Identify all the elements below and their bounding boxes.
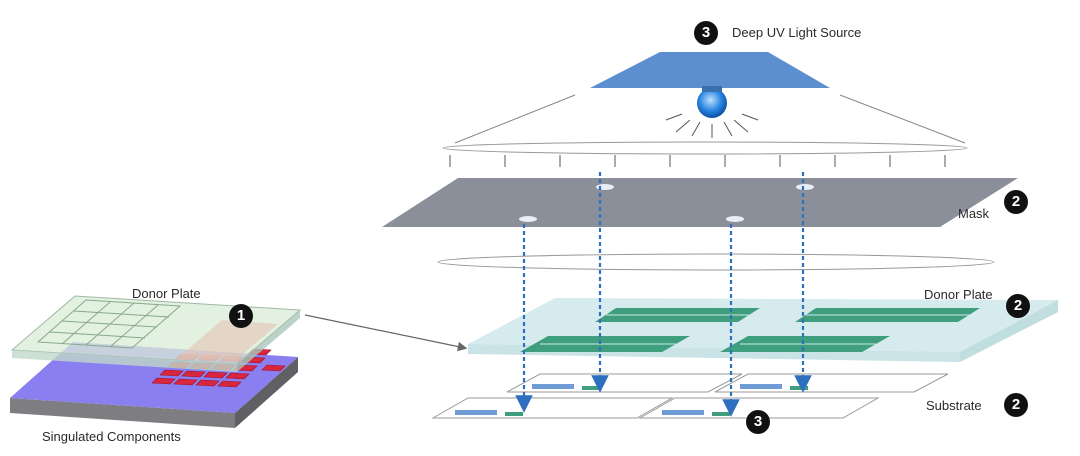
- right-donor-plate-side: [960, 300, 1058, 362]
- laser-beams: [515, 172, 812, 417]
- mask-aperture: [519, 216, 537, 222]
- mask-aperture: [796, 184, 814, 190]
- base-front: [10, 398, 235, 428]
- connector-arrow: [304, 314, 468, 352]
- left-donor-grid: [36, 299, 182, 349]
- step-marker-donor-plate-right: 2: [1006, 294, 1030, 318]
- left-donor-plate-side: [237, 310, 300, 372]
- label-donor-plate-right: Donor Plate: [924, 287, 993, 302]
- substrate-panel: [714, 373, 949, 393]
- upper-optics: [442, 141, 968, 167]
- step-marker-substrate-placement: 3: [746, 410, 770, 434]
- lamp-socket: [702, 86, 722, 92]
- step-marker-donor-plate-left: 1: [229, 304, 253, 328]
- label-singulated-components: Singulated Components: [42, 429, 181, 444]
- right-donor-plate: [468, 298, 1058, 362]
- mask-plate: [382, 178, 1018, 227]
- lamp-housing: [590, 52, 830, 88]
- left-assembly: [10, 295, 302, 428]
- mask-aperture: [726, 216, 744, 222]
- mask: [382, 178, 1018, 227]
- step-marker-light-source: 3: [694, 21, 718, 45]
- lamp-bulb: [697, 88, 727, 118]
- label-mask: Mask: [958, 206, 990, 221]
- donor-component-gridlines: [540, 314, 969, 345]
- label-donor-plate-left: Donor Plate: [132, 286, 201, 301]
- step-marker-substrate: 2: [1004, 393, 1028, 417]
- label-substrate: Substrate: [926, 398, 982, 413]
- base-side: [235, 357, 298, 428]
- light-source: [454, 52, 966, 144]
- substrate-panel: [506, 373, 743, 393]
- lower-optics: [437, 253, 995, 271]
- label-light-source: Deep UV Light Source: [732, 25, 862, 40]
- step-marker-mask: 2: [1004, 190, 1028, 214]
- left-donor-transfer-area: [180, 320, 278, 360]
- mask-aperture: [596, 184, 614, 190]
- left-donor-plate-front: [12, 350, 237, 372]
- lamp-rays: [665, 113, 759, 138]
